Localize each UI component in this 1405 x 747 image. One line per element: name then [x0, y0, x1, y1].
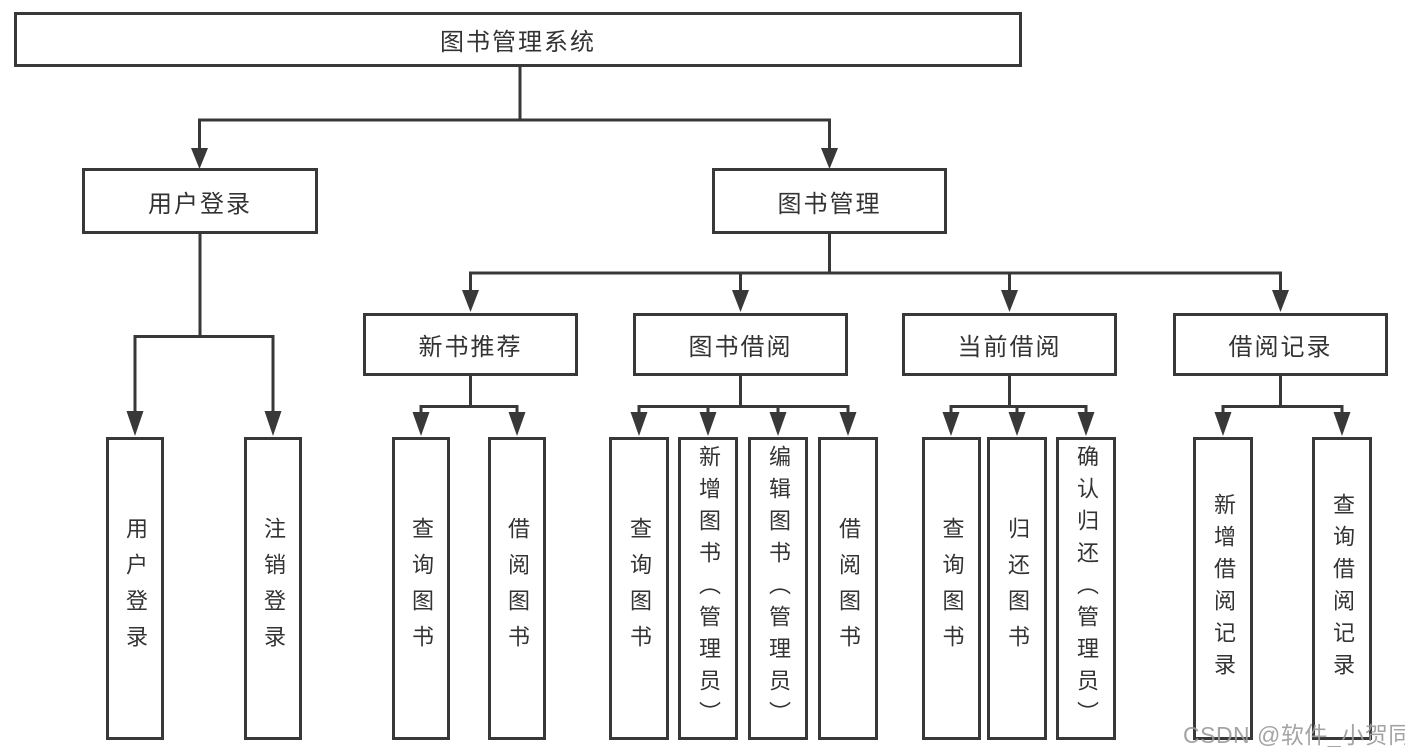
- leaf-label: 编辑图书（管理员）: [766, 444, 791, 733]
- node-leaf-logout: 注销登录: [244, 437, 302, 740]
- node-leaf-bb-add-book: 新增图书（管理员）: [678, 437, 738, 740]
- arrowhead-down-icon: [462, 290, 479, 312]
- node-leaf-nbr-borrow-book: 借阅图书: [488, 437, 546, 740]
- csdn-watermark: CSDN @软件_小贺同学: [1183, 722, 1405, 747]
- arrowhead-down-icon: [1272, 290, 1289, 312]
- leaf-label: 新增借阅记录: [1211, 492, 1236, 685]
- arrowhead-down-icon: [699, 412, 717, 436]
- leaf-label: 归还图书: [1005, 516, 1030, 661]
- leaf-label: 查询图书: [939, 516, 965, 661]
- leaf-label: 用户登录: [123, 516, 148, 661]
- node-leaf-cb-return-book: 归还图书: [987, 437, 1047, 740]
- leaf-label: 注销登录: [261, 516, 286, 661]
- node-user-login-label: 用户登录: [148, 190, 252, 218]
- node-book-mgmt: 图书管理: [712, 168, 947, 234]
- node-leaf-cb-query-book: 查询图书: [922, 437, 981, 740]
- node-root-label: 图书管理系统: [440, 29, 596, 56]
- leaf-label: 查询借阅记录: [1330, 492, 1355, 685]
- node-leaf-bb-edit-book: 编辑图书（管理员）: [748, 437, 808, 740]
- node-book-mgmt-label: 图书管理: [777, 190, 882, 218]
- leaf-label: 借阅图书: [505, 516, 530, 661]
- node-book-borrow: 图书借阅: [633, 313, 848, 376]
- node-leaf-br-add-record: 新增借阅记录: [1193, 437, 1253, 740]
- arrowhead-down-icon: [1008, 412, 1026, 436]
- node-new-book-rec-label: 新书推荐: [418, 334, 523, 361]
- node-book-borrow-label: 图书借阅: [688, 334, 793, 361]
- arrowhead-down-icon: [1001, 290, 1018, 312]
- node-current-borrow: 当前借阅: [902, 313, 1117, 376]
- arrowhead-down-icon: [1077, 412, 1095, 436]
- arrowhead-down-icon: [630, 412, 648, 436]
- arrowheads: [126, 148, 1351, 436]
- leaf-label: 新增图书（管理员）: [696, 444, 721, 733]
- arrowhead-down-icon: [508, 412, 526, 436]
- arrowhead-down-icon: [942, 412, 960, 436]
- node-leaf-nbr-query-book: 查询图书: [392, 437, 450, 740]
- arrowhead-down-icon: [769, 412, 787, 436]
- leaf-label: 查询图书: [409, 516, 434, 661]
- node-user-login: 用户登录: [82, 168, 318, 234]
- node-leaf-cb-confirm-return: 确认归还（管理员）: [1056, 437, 1116, 740]
- node-borrow-record: 借阅记录: [1173, 313, 1388, 376]
- node-leaf-br-query-record: 查询借阅记录: [1312, 437, 1372, 740]
- node-borrow-record-label: 借阅记录: [1228, 334, 1333, 361]
- leaf-label: 借阅图书: [836, 516, 861, 661]
- leaf-label: 查询图书: [627, 516, 652, 661]
- arrowhead-down-icon: [732, 290, 749, 312]
- node-leaf-user-login: 用户登录: [106, 437, 164, 740]
- node-root: 图书管理系统: [14, 12, 1022, 67]
- leaf-label: 确认归还（管理员）: [1074, 444, 1099, 733]
- arrowhead-down-icon: [126, 411, 144, 436]
- node-new-book-rec: 新书推荐: [363, 313, 578, 376]
- arrowhead-down-icon: [1333, 412, 1351, 436]
- node-leaf-bb-query-book: 查询图书: [609, 437, 669, 740]
- node-leaf-bb-borrow-book: 借阅图书: [818, 437, 878, 740]
- arrowhead-down-icon: [412, 412, 430, 436]
- node-current-borrow-label: 当前借阅: [957, 334, 1062, 361]
- arrowhead-down-icon: [839, 412, 857, 436]
- arrowhead-down-icon: [1214, 412, 1232, 436]
- arrowhead-down-icon: [821, 148, 838, 169]
- arrowhead-down-icon: [264, 411, 282, 436]
- arrowhead-down-icon: [191, 148, 208, 169]
